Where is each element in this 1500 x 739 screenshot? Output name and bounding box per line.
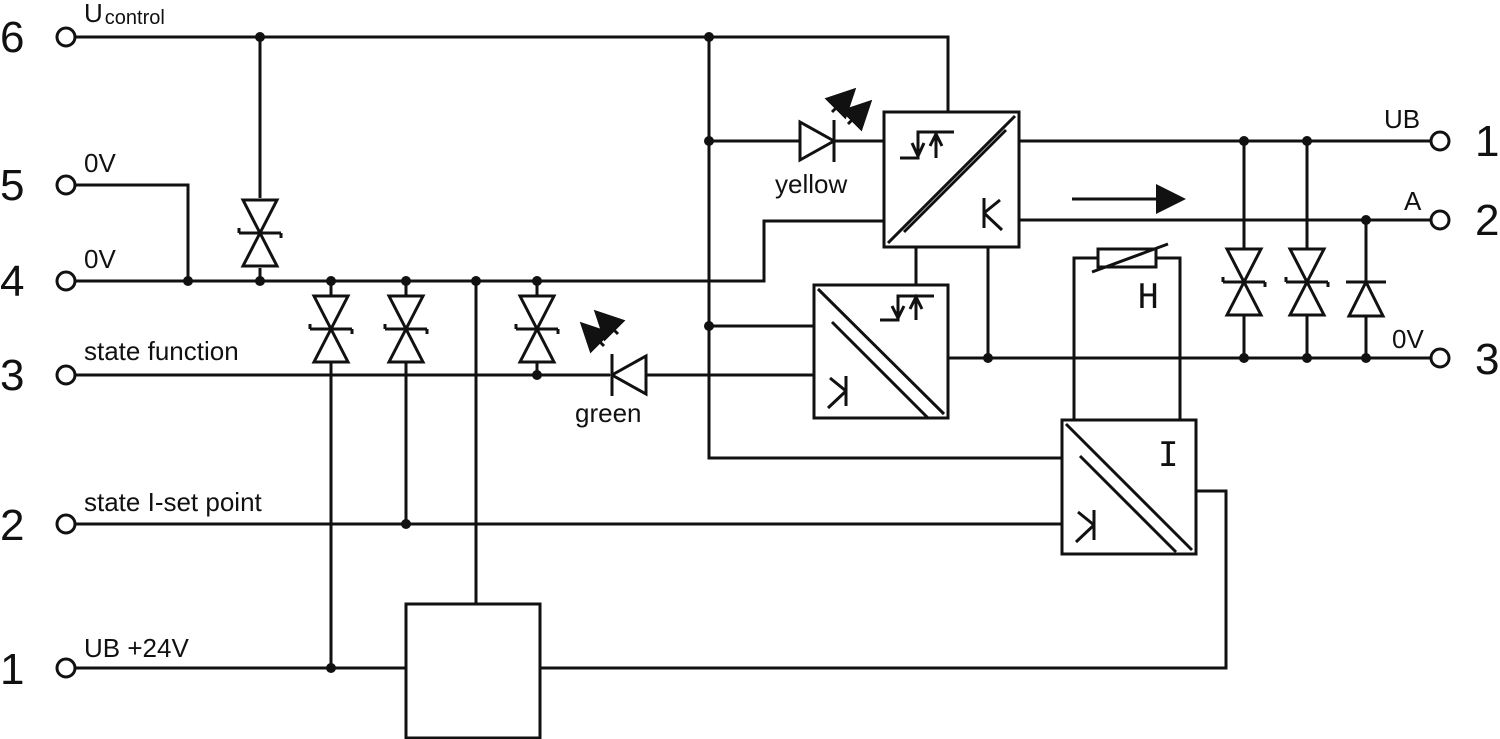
left-terminal-number: 5 [0, 161, 24, 210]
isolator-block-current [1060, 418, 1198, 556]
green-led-label: green [575, 398, 642, 428]
yellow-led-label: yellow [775, 169, 847, 199]
left-terminal-number: 3 [0, 351, 24, 400]
right-terminal-label: 0V [1392, 324, 1424, 354]
diode [1346, 278, 1386, 318]
tvs-diode [308, 294, 354, 364]
tvs-diode [1221, 247, 1267, 317]
green-led-icon [579, 309, 648, 397]
left-terminal-label: 0V [84, 148, 116, 178]
right-terminal-number: 3 [1475, 335, 1499, 384]
left-terminals [55, 26, 77, 679]
current-block-label: I [1158, 435, 1178, 475]
left-terminal-label: UB +24V [84, 633, 189, 663]
tvs-diode [514, 294, 560, 364]
right-terminal-number: 1 [1475, 117, 1499, 166]
heater-label: H [1138, 277, 1158, 317]
tvs-diode [1284, 247, 1330, 317]
isolator-block-output [882, 110, 1021, 249]
right-terminal-label: A [1404, 186, 1422, 216]
right-terminals [1429, 130, 1451, 369]
left-terminal-number: 4 [0, 257, 24, 306]
left-terminal-number: 2 [0, 501, 24, 550]
left-terminal-label: 0V [84, 244, 116, 274]
tvs-diode [237, 198, 283, 268]
junction-dots [183, 32, 1371, 673]
power-supply-block [404, 602, 542, 739]
right-terminal-number: 2 [1475, 196, 1499, 245]
tvs-diode [383, 294, 429, 364]
yellow-led-icon [798, 87, 873, 163]
wiring [76, 35, 1430, 670]
heater-resistor-icon [1091, 242, 1169, 274]
left-terminal-label: state function [84, 336, 239, 366]
left-terminal-label: state I-set point [84, 487, 263, 517]
left-terminal-number: 1 [0, 645, 24, 694]
isolator-block-status [812, 283, 950, 420]
right-terminal-label: UB [1384, 104, 1420, 134]
left-terminal-number: 6 [0, 13, 24, 62]
